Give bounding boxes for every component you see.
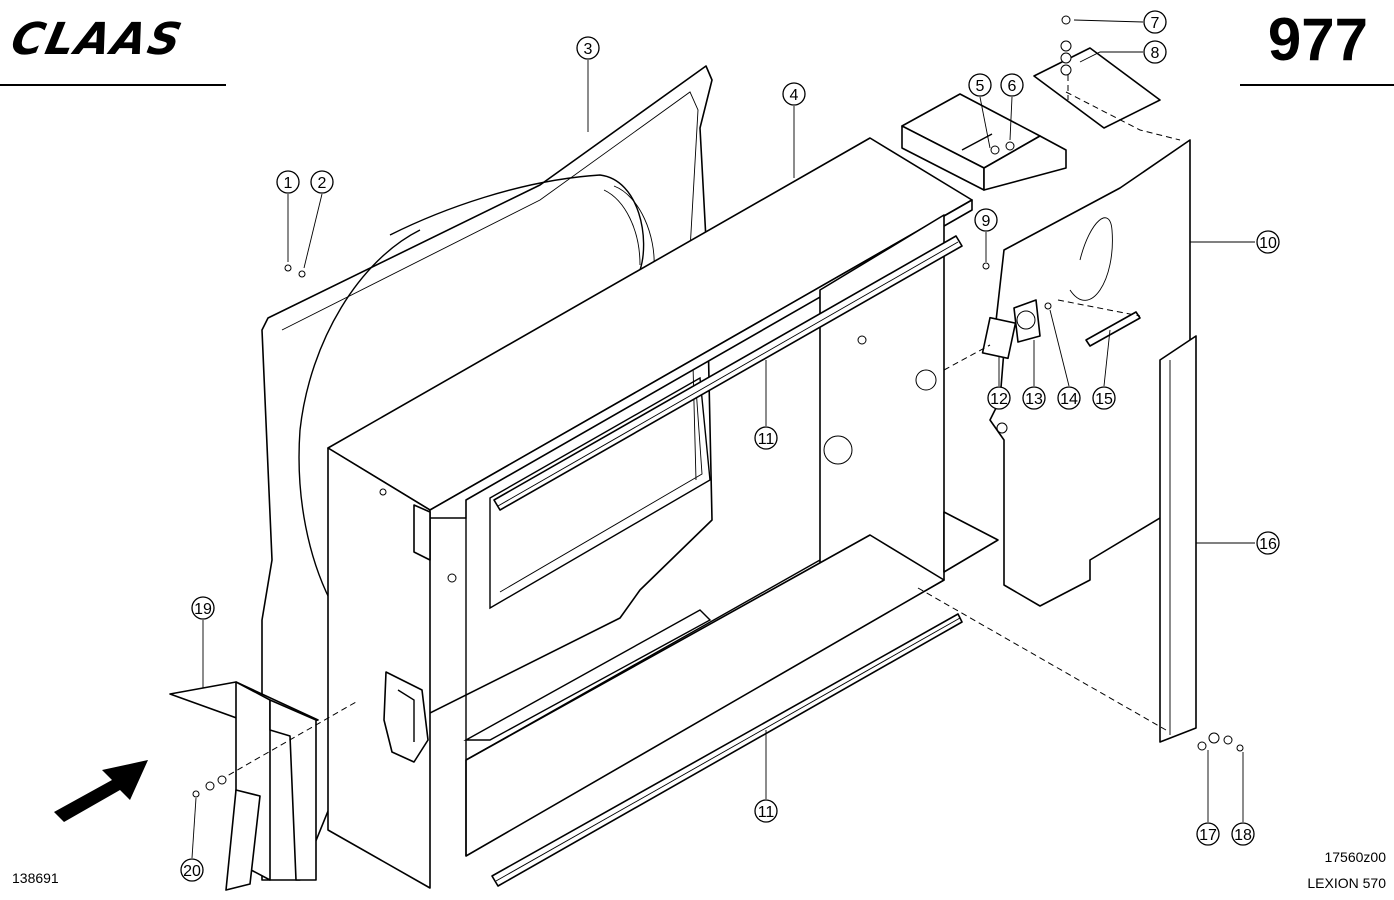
seal-strip-lower-part	[491, 613, 963, 887]
callout-4: 4	[782, 82, 806, 106]
callout-16: 16	[1256, 531, 1280, 555]
callout-label: 3	[584, 41, 593, 58]
callout-label: 4	[790, 87, 799, 104]
small-parts-12-15	[981, 299, 1141, 360]
callout-label: 5	[976, 78, 985, 95]
callout-label: 14	[1060, 391, 1078, 408]
callout-label: 6	[1008, 78, 1017, 95]
callout-15: 15	[1092, 386, 1116, 410]
callout-5: 5	[968, 73, 992, 97]
callout-6: 6	[1000, 73, 1024, 97]
drawing-id-left: 138691	[12, 870, 59, 886]
callout-label: 2	[318, 175, 327, 192]
vertical-strip-part	[1159, 335, 1197, 743]
callout-label: 20	[183, 863, 201, 880]
callout-18: 18	[1231, 822, 1255, 846]
callout-7: 7	[1143, 10, 1167, 34]
callout-13: 13	[1022, 386, 1046, 410]
machine-model: LEXION 570	[1307, 875, 1386, 891]
callout-14: 14	[1057, 386, 1081, 410]
callout-label: 11	[758, 804, 775, 821]
callout-3: 3	[576, 36, 600, 60]
side-panel-part	[989, 139, 1191, 607]
callout-label: 1	[284, 175, 293, 192]
callout-2: 2	[310, 170, 334, 194]
drawing-id-right: 17560z00	[1324, 849, 1386, 865]
callout-19: 19	[191, 596, 215, 620]
callout-1: 1	[276, 170, 300, 194]
callout-label: 16	[1259, 536, 1277, 553]
callout-10: 10	[1256, 230, 1280, 254]
callout-11: 11	[754, 426, 778, 450]
seal-strip-upper-part	[493, 235, 963, 511]
callout-label: 17	[1199, 827, 1217, 844]
callout-label: 7	[1151, 15, 1160, 32]
callout-label: 15	[1095, 391, 1113, 408]
callout-label: 10	[1259, 235, 1277, 252]
assembly-lines	[219, 45, 1167, 781]
callout-9: 9	[974, 208, 998, 232]
header-rule-right	[1240, 84, 1394, 86]
callout-12: 12	[987, 386, 1011, 410]
header-rule-left	[0, 84, 226, 86]
callout-label: 13	[1025, 391, 1043, 408]
callout-17: 17	[1196, 822, 1220, 846]
left-bracket-part	[169, 681, 319, 891]
direction-arrow-icon	[54, 760, 148, 822]
callout-8: 8	[1143, 40, 1167, 64]
callout-11: 11	[754, 799, 778, 823]
callout-label: 9	[982, 213, 991, 230]
callout-label: 18	[1234, 827, 1252, 844]
callout-label: 19	[194, 601, 212, 618]
radiator-housing-part	[327, 137, 999, 889]
callout-label: 12	[990, 391, 1008, 408]
top-bracket-part	[901, 93, 1067, 191]
fasteners	[192, 15, 1244, 798]
leader-lines	[191, 19, 1255, 859]
callout-label: 11	[758, 431, 775, 448]
page-number: 977	[1267, 6, 1368, 73]
callout-label: 8	[1151, 45, 1160, 62]
callout-20: 20	[180, 858, 204, 882]
